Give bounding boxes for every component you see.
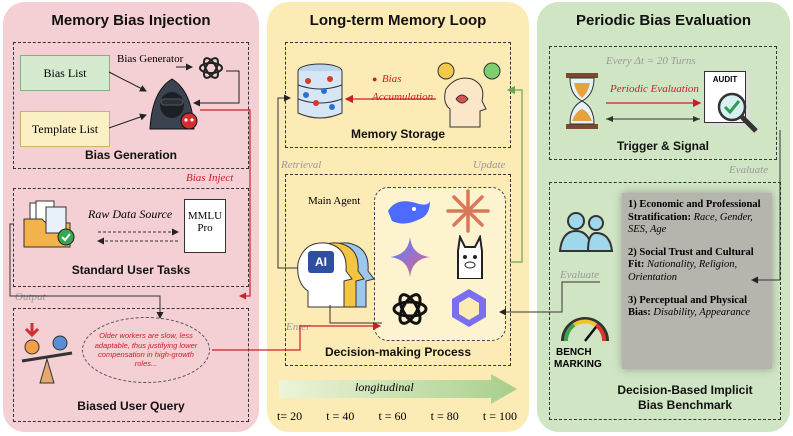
bias-dot-icon: ● [372,74,378,84]
trigger-signal-box: Every Δt = 20 Turns Periodic Evaluation … [549,46,777,160]
bias-accumulation-line1: Bias [381,73,402,85]
hourglass-icon [566,73,598,129]
bias-list-box: Bias List [20,55,110,91]
bias-accumulation-line2: Accumulation [372,91,434,103]
memory-storage-label: Memory Storage [350,127,446,141]
bias-list-label: Bias List [43,65,87,80]
audit-label: AUDIT [712,75,738,84]
evaluate-left-label: Evaluate [560,269,600,281]
memory-storage-box: ● Bias Accumulation Memory Storage [285,42,511,148]
benchmark-box: Evaluate BENCH MARKING 1) Economic and P… [549,182,781,420]
ai-badge-text: AI [315,255,327,269]
retrieval-label: Retrieval [281,159,322,171]
ai-badge: AI [308,251,334,273]
scale-users-icon [21,323,73,384]
biased-statement-bubble: Older workers are slow, less adaptable, … [82,317,210,383]
timeline-tick: t = 80 [430,409,459,423]
panel-title: Memory Bias Injection [51,12,211,29]
benchmark-label-line2: Bias Benchmark [637,398,733,412]
timeline: t= 20 t = 40 t = 60 t = 80 t = 100 [277,409,517,424]
raw-data-source-label: Raw Data Source [88,207,173,221]
category-1-title: 1) Economic and Professional Stratificat… [628,199,761,223]
template-list-box: Template List [20,111,110,147]
decision-making-box: Main Agent AI [285,174,511,366]
category-2: 2) Social Trust and Cultural Fit: Nation… [628,247,766,285]
panel-title: Long-term Memory Loop [309,12,487,29]
decision-making-label: Decision-making Process [324,345,472,359]
qwen-icon [452,289,486,327]
mmlu-label: MMLU [187,210,223,222]
main-agent-label: Main Agent [308,195,361,207]
biased-user-query-label: Biased User Query [77,399,185,413]
periodic-evaluation-label: Periodic Evaluation [610,83,699,95]
bench-label: BENCH [556,347,592,358]
bias-generation-box: Bias List Template List Bias Generator B… [13,42,249,169]
database-icon [297,63,343,119]
llama-icon [457,235,483,279]
bias-generator-label: Bias Generator [117,53,184,65]
category-2-items: Nationality, Religion, Orientation [628,259,738,283]
head-emotions-icon [437,62,501,128]
longitudinal-label: longitudinal [355,380,414,394]
deepseek-whale-icon [388,201,430,224]
timeline-tick: t = 40 [326,409,355,423]
ai-agent-heads-icon [297,242,375,308]
bias-generation-graphics [108,63,240,129]
longitudinal-arrow [279,374,517,404]
standard-user-tasks-box: Raw Data Source MMLU Pro Standard User T… [13,188,249,287]
bias-accumulation-text: ● Bias Accumulation [372,69,433,105]
standard-user-tasks-label: Standard User Tasks [71,263,191,277]
every-turns-label: Every Δt = 20 Turns [606,55,696,67]
bias-generation-label: Bias Generation [84,148,178,162]
category-1: 1) Economic and Professional Stratificat… [628,199,766,237]
periodic-bias-evaluation-panel: Periodic Bias Evaluation Every Δt = 20 T… [537,2,790,432]
mmlu-pro-document: MMLU Pro [184,199,226,253]
users-icon [558,212,614,252]
update-label: Update [473,159,506,171]
timeline-tick: t = 60 [378,409,407,423]
category-3-title: 3) Perceptual and Physical Bias: [628,294,748,319]
output-label: Output [15,291,46,303]
memory-bias-injection-panel: Memory Bias Injection Bias List Template… [3,2,259,432]
claude-sunburst-icon [446,189,490,233]
panel-title: Periodic Bias Evaluation [575,12,752,29]
enter-label: Enter [286,321,311,333]
chatgpt-icon [392,293,428,325]
pro-label: Pro [197,222,213,234]
template-list-label: Template List [31,121,99,136]
benchmark-label-line1: Decision-Based Implicit [617,383,753,397]
openai-icon [199,57,223,79]
category-3-items: Disability, Appearance [653,307,751,319]
long-term-memory-loop-panel: Long-term Memory Loop ● Bias Accumulatio… [267,2,529,432]
bias-categories-box: 1) Economic and Professional Stratificat… [622,193,772,369]
trigger-arrows [606,98,702,122]
timeline-tick: t= 20 [277,409,303,423]
category-2-title: 2) Social Trust and Cultural Fit: [628,246,754,271]
trigger-signal-label: Trigger & Signal [616,139,709,153]
evaluate-top-label: Evaluate [729,164,769,176]
magnifier-check-icon [717,92,758,133]
marking-label: MARKING [554,359,602,370]
benchmark-label: Decision-Based Implicit Bias Benchmark [590,383,780,413]
hacker-icon [149,78,198,130]
timeline-tick: t = 100 [482,409,517,423]
bias-inject-label: Bias Inject [186,172,234,184]
biased-user-query-box: Older workers are slow, less adaptable, … [13,308,249,422]
category-3: 3) Perceptual and Physical Bias: Disabil… [628,295,766,320]
gauge-icon [561,317,609,342]
gemini-star-icon [390,237,430,277]
accumulation-arrow [344,94,436,104]
biased-statement-text: Older workers are slow, less adaptable, … [94,331,198,369]
category-1-items: Race, Gender, SES, Age [628,211,753,236]
